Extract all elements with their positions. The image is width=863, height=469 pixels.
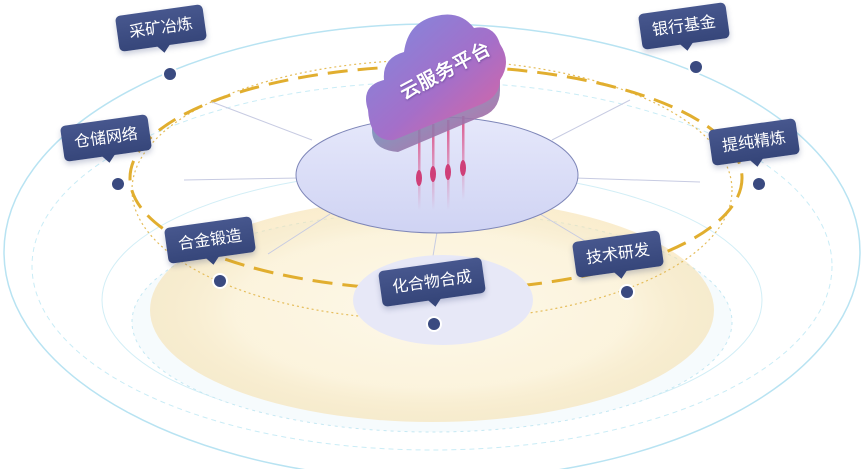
node-dot-bank [690,61,702,73]
connector-lines [183,99,701,263]
cloud-icon [366,14,506,152]
node-dot-refining [753,178,765,190]
data-beams [416,116,466,210]
node-dot-alloy [214,275,226,287]
node-dot-compound [428,318,440,330]
node-dot-mining [164,68,176,80]
node-dot-storage [112,178,124,190]
node-dot-research [621,286,633,298]
